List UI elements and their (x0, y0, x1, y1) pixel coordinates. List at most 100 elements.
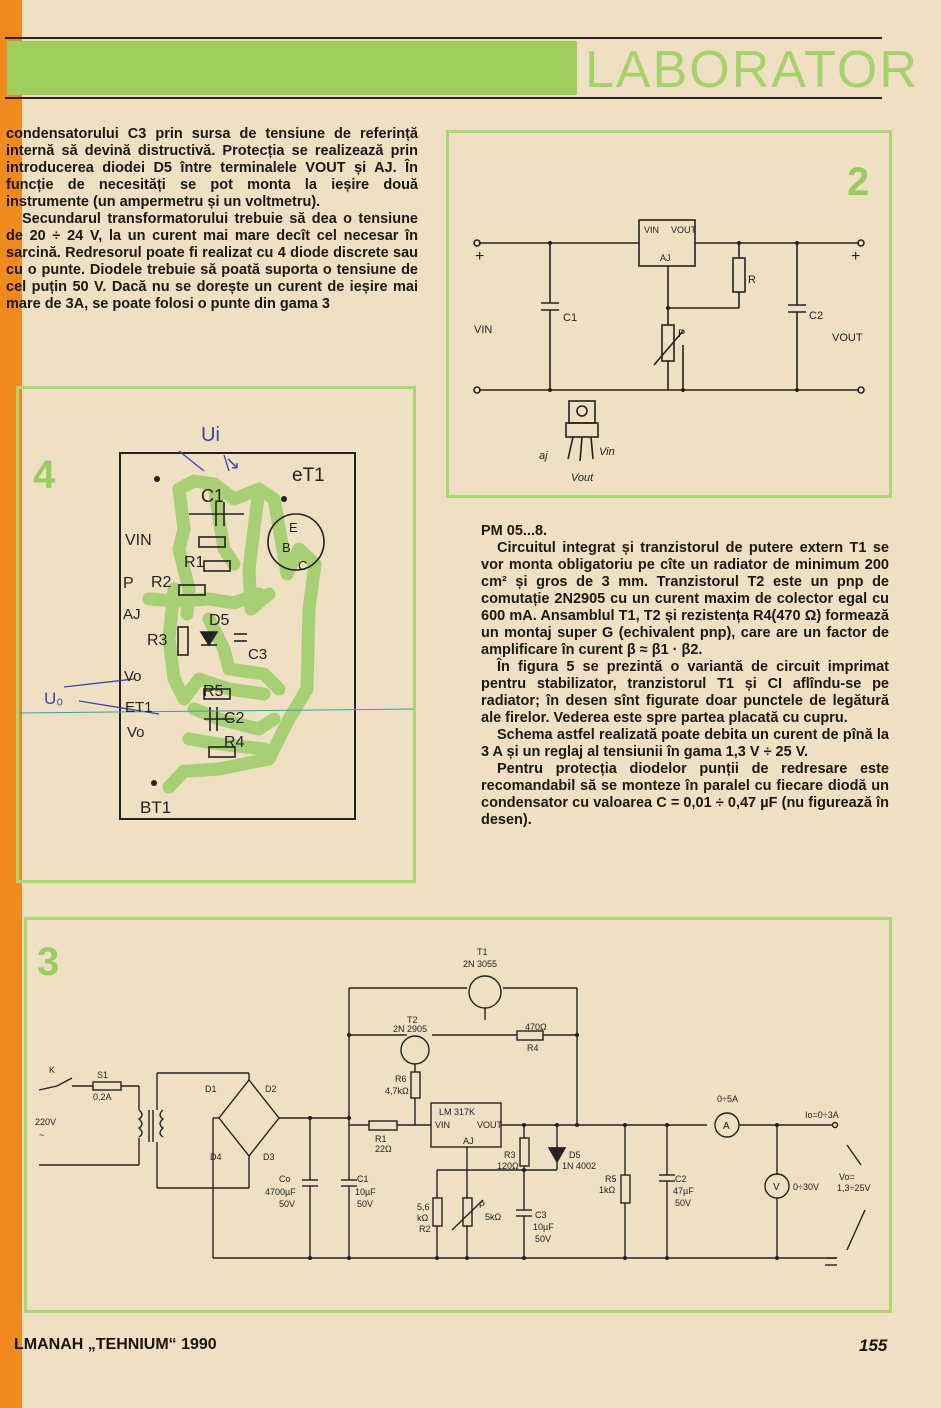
right-text-column: PM 05...8. Circuitul integrat și tranzis… (481, 523, 889, 829)
label-c2: C2 (675, 1174, 687, 1184)
label-p: P (678, 328, 685, 340)
figure-3-schematic: K S1 0,2A 220V ~ D1 D2 D3 D4 Co 4700µF 5… (35, 947, 870, 1266)
label-t2: T2 (407, 1015, 418, 1025)
label-d2: D2 (265, 1084, 277, 1094)
label-c1: C1 (563, 312, 577, 324)
label-c3-voltage: 50V (535, 1234, 551, 1244)
label-ac: ~ (39, 1130, 44, 1140)
label-ui: Ui (201, 424, 220, 446)
label-r2: R2 (151, 574, 172, 591)
ic-vin: VIN (644, 225, 659, 235)
paragraph: Circuitul integrat și tranzistorul de pu… (481, 540, 889, 658)
figure-4-box: 4 (16, 386, 416, 883)
label-ammeter-range: 0÷5A (717, 1094, 738, 1104)
label-vout: VOUT (832, 332, 863, 344)
label-aj: AJ (123, 606, 141, 623)
label-ic-vout: VOUT (477, 1120, 503, 1130)
figure-number: 2 (847, 160, 869, 204)
ic-aj: AJ (660, 253, 671, 263)
label-r1-value: 22Ω (375, 1144, 392, 1154)
label-r2-unit: kΩ (417, 1213, 429, 1223)
plus-sign: + (851, 248, 860, 265)
label-r3: R3 (147, 632, 168, 649)
label-r4: R4 (527, 1043, 539, 1053)
label-d5-type: 1N 4002 (562, 1161, 596, 1171)
label-e: E (289, 520, 298, 535)
label-k: K (49, 1065, 55, 1075)
pin-vout: Vout (571, 472, 594, 484)
label-mains: 220V (35, 1117, 56, 1127)
label-c2-voltage: 50V (675, 1198, 691, 1208)
label-c: C (298, 558, 307, 573)
header-rule-bottom (5, 97, 882, 99)
part-numbers: PM 05...8. (481, 523, 548, 539)
pin-vin: Vin (599, 446, 615, 458)
label-vo: Vo (124, 668, 142, 685)
label-r3: R3 (504, 1150, 516, 1160)
label-t1-type: 2N 3055 (463, 959, 497, 969)
figure-2-schematic: 2 + + VIN VOUT VIN VOUT AJ R C1 C2 P aj … (473, 160, 869, 484)
label-vin: VIN (474, 324, 492, 336)
label-s1-value: 0,2A (93, 1092, 112, 1102)
label-c1-voltage: 50V (357, 1199, 373, 1209)
label-r5-value: 1kΩ (599, 1185, 616, 1195)
label-p: P (123, 575, 134, 592)
label-co-value: 4700µF (265, 1187, 296, 1197)
page-edge (0, 0, 22, 1408)
label-c3-value: 10µF (533, 1222, 554, 1232)
label-r6-value: 4,7kΩ (385, 1086, 409, 1096)
label-vo: Vo= (839, 1172, 855, 1182)
label-d5: D5 (569, 1150, 581, 1160)
figure-number: 3 (37, 940, 60, 984)
paragraph: În figura 5 se prezintă o variantă de ci… (481, 659, 889, 726)
label-d3: D3 (263, 1152, 275, 1162)
figure-3-box: 3 (24, 917, 892, 1313)
label-c1: C1 (201, 486, 224, 506)
label-r5: R5 (203, 683, 224, 700)
ic-vout: VOUT (671, 225, 697, 235)
plus-sign: + (475, 248, 484, 265)
label-p-value: 5kΩ (485, 1212, 502, 1222)
label-ic: LM 317K (439, 1107, 475, 1117)
label-ic-aj: AJ (463, 1136, 474, 1146)
label-c1: C1 (357, 1174, 369, 1184)
label-r: R (748, 274, 756, 286)
label-co-voltage: 50V (279, 1199, 295, 1209)
label-vin: VIN (125, 532, 152, 549)
label-vo-2: Vo (127, 724, 145, 741)
header-rule-top (5, 37, 882, 39)
label-t1: T1 (477, 947, 488, 957)
label-io: Io=0÷3A (805, 1110, 839, 1120)
label-ic-vin: VIN (435, 1120, 450, 1130)
label-c2: C2 (224, 710, 245, 727)
label-c2: C2 (809, 310, 823, 322)
label-p: P (479, 1200, 485, 1210)
label-r5: R5 (605, 1174, 617, 1184)
paragraph: Secundarul transformatorului trebuie să … (6, 211, 418, 312)
label-d1: D1 (205, 1084, 217, 1094)
label-r2-value: 5,6 (417, 1202, 430, 1212)
label-co: Co (279, 1174, 291, 1184)
label-uo: U₀ (44, 689, 63, 708)
label-d5: D5 (209, 612, 230, 629)
label-vo-range: 1,3÷25V (837, 1183, 870, 1193)
paragraph: Pentru protecția diodelor punții de redr… (481, 761, 889, 828)
label-c1-value: 10µF (355, 1187, 376, 1197)
paragraph: Schema astfel realizată poate debita un … (481, 727, 889, 760)
label-s1: S1 (97, 1070, 108, 1080)
label-c2-value: 47µF (673, 1186, 694, 1196)
label-bt1: BT1 (140, 798, 171, 817)
label-et1: ET1 (125, 699, 153, 716)
figure-4-pcb: Ui ↘ U₀ eT1 C1 VIN R1 P R2 AJ D5 R3 C3 E… (19, 424, 413, 820)
label-r4-value: 470Ω (525, 1022, 547, 1032)
paragraph: condensatorului C3 prin sursa de tensiun… (6, 126, 418, 210)
voltmeter-symbol: V (773, 1182, 780, 1193)
label-r1: R1 (375, 1134, 387, 1144)
label-voltmeter-range: 0÷30V (793, 1182, 819, 1192)
label-r2: R2 (419, 1224, 431, 1234)
label-c3: C3 (535, 1210, 547, 1220)
label-c3: C3 (248, 646, 267, 663)
figure-number: 4 (33, 453, 56, 497)
figure-2-box: 2 + + VIN VOUT VIN VOUT AJ R C1 C2 P aj … (446, 130, 892, 498)
